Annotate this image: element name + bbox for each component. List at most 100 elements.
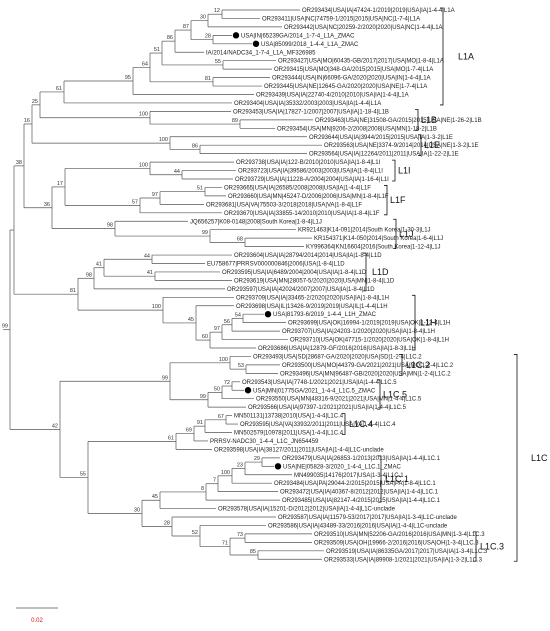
bootstrap-value: 51 [197,186,203,192]
bootstrap-value: 100 [219,357,228,363]
leaf-label: OR293597|USA|IA|42024/2007|2007|USA|IA|1… [227,287,375,293]
clade-label: L1B [421,115,437,125]
bootstrap-value: 86 [192,143,198,149]
leaf-label: OR293484|USA|PA|29044-2/2015|2015|USA|PA… [274,481,436,487]
leaf-label: KY996364|KN16604|2016|South Korea|1-12-4… [306,245,441,251]
leaf-label: OR293442|USA|NC|20259-2/2020|2020|USA|NC… [284,25,443,31]
clade-bracket [415,109,419,131]
bootstrap-value: 73 [237,532,243,538]
leaf-label: OR293533|USA|IA|89908-1/2021|2021|USA|IA… [324,557,483,563]
leaf-label: JQ656257|K08-0148|2008|South Korea|1-8-4… [190,219,322,225]
bootstrap-value: 98 [107,223,113,229]
bootstrap-value: 89 [232,118,238,124]
bootstrap-value: 12 [214,8,220,14]
bootstrap-value: 100 [152,304,161,310]
clade-bracket [412,294,416,351]
bootstrap-value: 81 [70,288,76,294]
bootstrap-value: 56 [224,319,230,325]
clade-label: L1I [398,166,411,176]
leaf-label: OR293587|USA|IA|11579-53/2017|2017|USA|I… [278,515,457,521]
leaf-label: OR293566|USA|IA|97397-1/2021|2021|USA|IA… [248,405,407,411]
leaf-label: USA|NE|05828-3/2020_1-4-4_L1C.1_ZMAC [283,464,402,470]
bootstrap-value: 97 [214,326,220,332]
leaf-label: OR293500|USA|MO|44379-GA/2021|2021|USA|M… [282,363,454,369]
leaf-label: OR293729|USA|IA|11228-A/2004|2004|USA|IA… [235,177,389,183]
bootstrap-value: 100 [139,112,148,118]
bootstrap-value: 100 [139,162,148,168]
bootstrap-value: 100 [159,137,168,143]
leaf-label: OR293738|USA|IA|122-B/2010|2010|USA|IA|1… [236,160,381,166]
clade-bracket [363,252,367,292]
bootstrap-value: 44 [144,253,150,259]
leaf-labels: OR293434|USA|IA|47424-1/2019|2019|USA|IA… [190,8,488,563]
clade-label: L1E [424,140,440,150]
leaf-label: OR293563|USA|NE|3374-9/2014|2014|USA|NE|… [324,143,479,149]
clade-bracket [473,531,477,562]
scale-bar: 0.02 [16,607,58,624]
bootstrap-value: 57 [132,199,138,205]
clade-label: L1H [420,318,437,328]
leaf-label: OR293665|USA|IA|26585/2008|2008|USA|IA|1… [224,185,371,191]
leaf-label: OR293619|USA|MN|28057-5/2020|2020|USA|MN… [234,278,395,284]
bootstrap-value: 61 [56,86,62,92]
clade-label: L1C.3 [480,542,504,552]
leaf-label: OR293404|USA|IA|35332/2003|2003|USA|IA|1… [234,101,381,107]
leaf-label: OR293586|USA|IA|43489-33/2016|2016|USA|I… [268,523,448,529]
sample-marker [274,463,282,470]
leaf-label: OR293709|USA|IA|33465-2/2020|2020|USA|IA… [236,295,389,301]
bootstrap-value: 38 [16,160,22,166]
clade-label: L1A [458,51,474,61]
leaf-label: OR293670|USA|IA|33855-14/2010|2010|USA|I… [224,211,380,217]
leaf-label: USA|IN|65239GA/2014_1-7-4_L1A_ZMAC [241,33,355,39]
leaf-label: OR293598|USA|IA|38127/2011|2011|USA|IA|1… [214,447,384,453]
sample-marker [244,387,252,394]
leaf-label: OR293707|USA|IA|24203-1/2020|2020|USA|IA… [282,329,435,335]
sample-marker [232,32,240,39]
bootstrap-value: 99 [162,375,168,381]
bootstrap-value: 41 [147,270,153,276]
bootstrap-value: 86 [167,35,173,41]
leaf-label: OR293699|USA|OK|16994-1/2019|2019|USA|OK… [288,321,450,327]
leaf-label: OR293434|USA|IA|47424-1/2019|2019|USA|IA… [302,8,455,14]
leaf-label: EU758677|PRRSV000000846|2006|USA|1-8-4|L… [207,262,345,268]
leaf-label: OR293485|USA|IA|82147-4/2015|2015|USA|IA… [282,498,441,504]
leaf-label: PRRSV-NADC30_1-4-4_L1C_JN654459 [210,439,319,445]
leaf-label: OR293644|USA|IA|3944/2015|2015|USA|IA|1-… [309,135,453,141]
bootstrap-value: 53 [238,363,244,369]
bootstrap-value: 30 [134,507,140,513]
bootstrap-value: 91 [197,420,203,426]
leaf-label: KR154371|K14-050|2014|South Korea|1-6-4|… [314,236,443,242]
bootstrap-value: 41 [96,262,102,268]
leaf-label: OR293509|USA|OH|19966-2/2016|2016|USA|OH… [314,540,479,546]
scale-bar-label: 0.02 [31,618,43,624]
bootstrap-value: 45 [188,317,194,323]
clade-bracket [392,159,396,182]
leaf-label: MN502579|10978|2011|USA|1-4-4|L1C.4 [234,431,344,437]
bootstrap-value: 99 [200,394,206,400]
bootstrap-value: 28 [205,34,211,40]
bootstrap-value: 29 [254,456,260,462]
sample-marker [252,40,260,47]
bootstrap-value: 36 [44,202,50,208]
clade-brackets: L1AL1BL1EL1IL1FL1JL1DL1HL1C.2L1C.5L1C.4L… [342,7,548,562]
leaf-label: OR293660|USA|MN|45247-D/2006|2006|USA|MN… [228,194,389,200]
leaf-label: OR293686|USA|IA|12879-GF/2016|2016|USA|I… [258,346,416,352]
leaf-label: OR293519|USA|IA|86335GA/2017|2017|USA|IA… [326,549,488,555]
clade-bracket [378,455,382,503]
bootstrap-value: 81 [205,76,211,82]
bootstrap-value: 7 [213,478,216,484]
bootstrap-value: 52 [192,530,198,536]
bootstrap-value: 17 [57,181,63,187]
bootstrap-value: 71 [222,541,228,547]
bootstrap-value: 45 [152,494,158,500]
bootstrap-value: 25 [32,99,38,105]
bootstrap-value: 68 [237,236,243,242]
clade-label: L1F [390,195,406,205]
leaf-label: OR293479|USA|IA|26853-1/2013|2013|USA|IA… [282,456,441,462]
clade-bracket [377,379,381,410]
clade-bracket [440,7,444,106]
bootstrap-value: 85 [250,549,256,555]
leaf-label: OR293454|USA|MN|9206-2/2008|2008|USA|MN|… [277,126,437,132]
leaf-label: OR293496|USA|MN|96487-GB/2020|2020|USA|M… [280,371,451,377]
